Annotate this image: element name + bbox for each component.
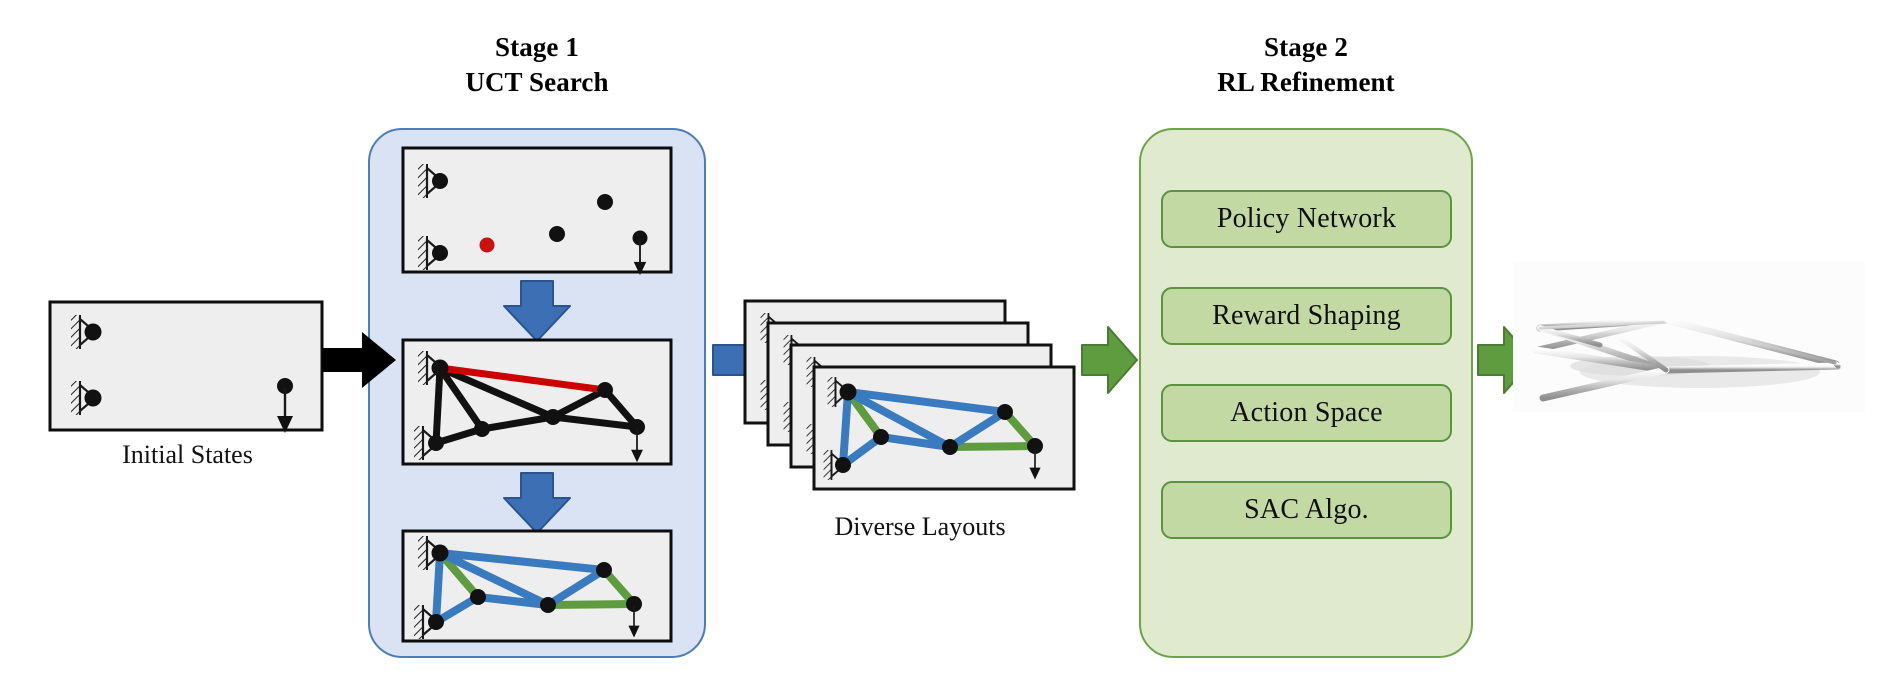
rl-button-policy-network[interactable]: Policy Network bbox=[1161, 190, 1452, 248]
final-3d-truss-render bbox=[1513, 262, 1865, 412]
stage2-title-line1: Stage 2 bbox=[1264, 32, 1348, 62]
layout-card-front bbox=[812, 365, 1076, 491]
stage1-title-line1: Stage 1 bbox=[495, 32, 579, 62]
stage2-title: Stage 2 RL Refinement bbox=[1139, 30, 1473, 99]
diverse-layouts-stack bbox=[743, 299, 1076, 491]
arrow-initial-to-stage1 bbox=[322, 332, 396, 388]
rl-button-reward-shaping[interactable]: Reward Shaping bbox=[1161, 287, 1452, 345]
stage2-title-line2: RL Refinement bbox=[1217, 66, 1395, 97]
arrow-scatter-to-truss bbox=[503, 280, 571, 342]
arrow-truss-to-colored bbox=[503, 472, 571, 534]
rl-button-label: Reward Shaping bbox=[1212, 300, 1401, 331]
diverse-layouts-caption: Diverse Layouts bbox=[834, 512, 1006, 541]
stage1-colored-truss-panel bbox=[401, 529, 673, 643]
candidate-node-red bbox=[479, 237, 495, 253]
stage1-title-line2: UCT Search bbox=[465, 66, 609, 97]
stage1-black-truss-panel bbox=[401, 338, 673, 466]
rl-button-label: Action Space bbox=[1230, 397, 1383, 428]
initial-states-caption: Initial States bbox=[122, 440, 253, 469]
rl-button-action-space[interactable]: Action Space bbox=[1161, 384, 1452, 442]
arrow-layouts-to-stage2 bbox=[1081, 326, 1138, 394]
rl-button-label: SAC Algo. bbox=[1244, 494, 1369, 525]
highlighted-member-red bbox=[436, 364, 609, 394]
rl-button-sac-algo[interactable]: SAC Algo. bbox=[1161, 481, 1452, 539]
rl-button-label: Policy Network bbox=[1216, 203, 1397, 234]
stage1-node-scatter-panel bbox=[401, 146, 673, 277]
initial-state-panel bbox=[48, 300, 324, 435]
stage1-title: Stage 1 UCT Search bbox=[368, 30, 706, 99]
